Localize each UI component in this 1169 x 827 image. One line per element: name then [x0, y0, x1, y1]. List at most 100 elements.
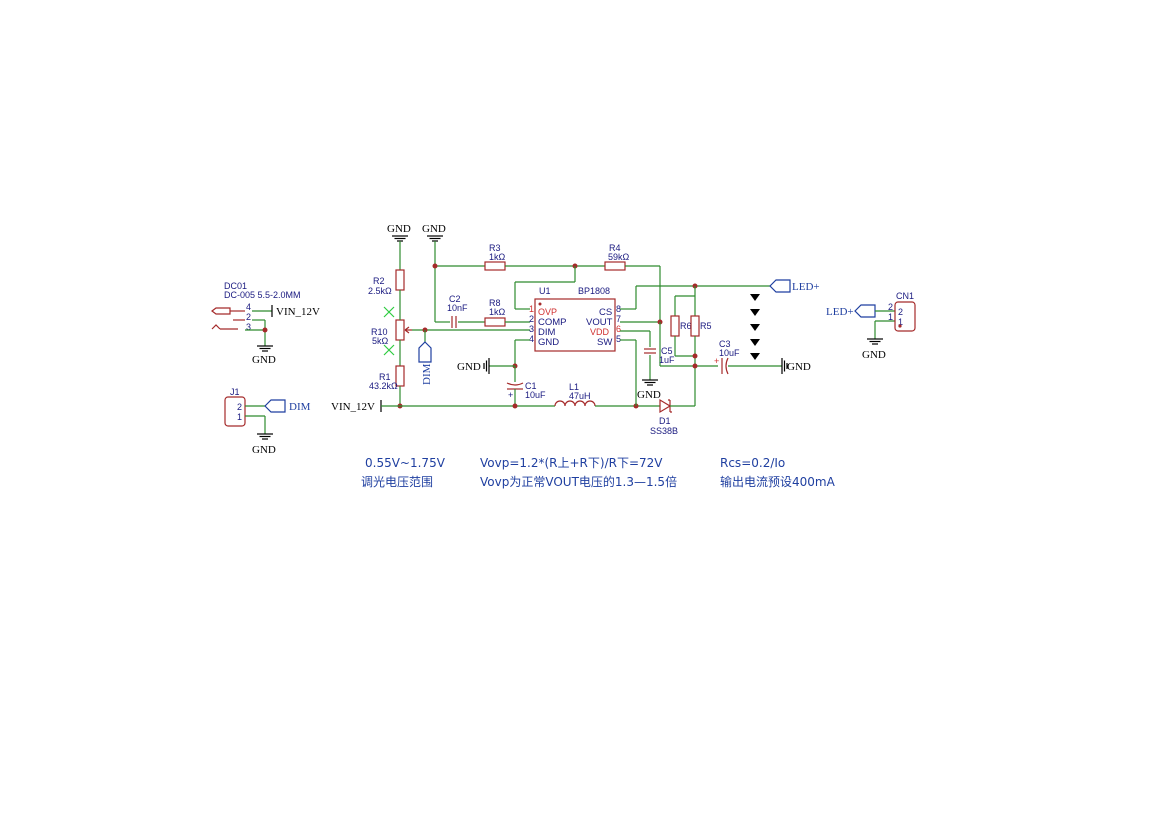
- u1-value: BP1808: [578, 286, 610, 296]
- l1-inductor: L1 47uH: [554, 382, 596, 407]
- svg-text:+: +: [714, 356, 719, 366]
- cn1-connector: LED+ CN1 2 1 2 1: [826, 291, 916, 339]
- r10-value: 5kΩ: [372, 336, 389, 346]
- r6-ref: R6: [680, 321, 692, 331]
- note-rcs-formula: Rcs=0.2/Io: [720, 456, 785, 470]
- gnd-symbol-c2-top: GND: [422, 223, 446, 322]
- u1-pin-1: 1: [529, 304, 534, 314]
- r1-ref: R1: [379, 372, 391, 382]
- u1-pin-5: 5: [616, 334, 621, 344]
- u1-pin-comp: COMP: [538, 317, 567, 328]
- cn1-pin-1: 1: [898, 317, 903, 327]
- c5-value: 1uF: [659, 355, 675, 365]
- svg-text:+: +: [508, 390, 513, 400]
- gnd-label-c2-top: GND: [422, 223, 446, 235]
- vin-label-main: VIN_12V: [331, 401, 375, 413]
- l1-value: 47uH: [569, 391, 591, 401]
- u1-pin-vdd: VDD: [590, 327, 610, 337]
- u1-pin-4: 4: [529, 334, 534, 344]
- u1-pin-cs: CS: [599, 307, 612, 318]
- u1-pin-sw: SW: [597, 337, 612, 348]
- c3-value: 10uF: [719, 348, 740, 358]
- gnd-label-cn1: GND: [862, 349, 886, 361]
- r10-potentiometer: R10 5kΩ: [371, 306, 412, 356]
- led-plus-label-out: LED+: [792, 281, 820, 293]
- j1-pin-1: 1: [237, 412, 242, 422]
- j1-connector: J1 2 1 DIM: [224, 387, 311, 434]
- r3-ref: R3: [489, 243, 501, 253]
- gnd-symbol-j1: GND: [252, 433, 276, 456]
- r8-value: 1kΩ: [489, 307, 506, 317]
- u1-pin-3: 3: [529, 324, 534, 334]
- j1-ref: J1: [230, 387, 240, 397]
- note-dim-range: 0.55V~1.75V: [365, 456, 446, 470]
- gnd-label-c5: GND: [637, 389, 661, 401]
- cn1-pin-2: 2: [898, 307, 903, 317]
- dc01-ref: DC01: [224, 281, 247, 291]
- d1-diode: D1 SS38B: [650, 398, 678, 436]
- gnd-symbol-cn1: GND: [862, 338, 886, 361]
- gnd-symbol-c1: GND: [457, 358, 490, 374]
- dim-net-label: DIM: [421, 363, 433, 385]
- u1-ic: U1 BP1808 1 OVP 2 COMP 3 DIM 4 GND CS 8 …: [529, 286, 621, 352]
- design-notes: 0.55V~1.75V 调光电压范围 Vovp=1.2*(R上+R下)/R下=7…: [361, 456, 836, 489]
- r2-ref: R2: [373, 276, 385, 286]
- note-ovp-formula: Vovp=1.2*(R上+R下)/R下=72V: [480, 456, 663, 470]
- note-rcs: 输出电流预设400mA: [720, 474, 836, 489]
- gnd-label-dc01: GND: [252, 354, 276, 366]
- u1-pin-dim: DIM: [538, 327, 556, 338]
- gnd-label-r2-top: GND: [387, 223, 411, 235]
- r5-resistor: R5: [690, 315, 712, 337]
- d1-ref: D1: [659, 416, 671, 426]
- r2-value: 2.5kΩ: [368, 286, 392, 296]
- r3-value: 1kΩ: [489, 252, 506, 262]
- gnd-symbol-r2-top: GND: [387, 223, 411, 270]
- u1-pin-vout: VOUT: [586, 317, 613, 328]
- dc01-jack: DC01 DC-005 5.5-2.0MM 4 2 3 VIN_12V: [211, 281, 320, 346]
- u1-pin-6: 6: [616, 324, 621, 334]
- l1-ref: L1: [569, 382, 579, 392]
- r8-ref: R8: [489, 298, 501, 308]
- u1-pin-7: 7: [616, 314, 621, 324]
- dc01-vin-label: VIN_12V: [276, 306, 320, 318]
- dim-net-flag: DIM: [418, 341, 433, 385]
- cn1-ref: CN1: [896, 291, 914, 301]
- gnd-label-c1: GND: [457, 361, 481, 373]
- j1-dim-label: DIM: [289, 401, 311, 413]
- r8-resistor: R8 1kΩ: [484, 298, 506, 327]
- gnd-label-j1: GND: [252, 444, 276, 456]
- led-plus-label-in: LED+: [826, 306, 854, 318]
- u1-pin-8: 8: [616, 304, 621, 314]
- r4-ref: R4: [609, 243, 621, 253]
- gnd-symbol-c3: GND: [781, 358, 811, 374]
- c5-capacitor: C5 1uF: [644, 346, 675, 365]
- c2-capacitor: C2 10nF: [447, 294, 468, 328]
- c1-value: 10uF: [525, 390, 546, 400]
- dc01-pin-2: 2: [246, 312, 251, 322]
- r3-resistor: R3 1kΩ: [484, 243, 506, 271]
- u1-pin-gnd: GND: [538, 337, 559, 348]
- r2-resistor: R2 2.5kΩ: [368, 269, 405, 296]
- led-string: [750, 294, 760, 360]
- cn1-pin-2-outer: 2: [888, 302, 893, 312]
- dc01-pin-3: 3: [246, 322, 251, 332]
- j1-pin-2: 2: [237, 402, 242, 412]
- c3-capacitor: + C3 10uF: [714, 339, 740, 375]
- c3-ref: C3: [719, 339, 731, 349]
- r5-ref: R5: [700, 321, 712, 331]
- c2-ref: C2: [449, 294, 461, 304]
- r4-value: 59kΩ: [608, 252, 630, 262]
- u1-pin-ovp: OVP: [538, 307, 557, 317]
- c5-ref: C5: [661, 346, 673, 356]
- r1-resistor: R1 43.2kΩ: [369, 365, 405, 391]
- dc01-value: DC-005 5.5-2.0MM: [224, 290, 301, 300]
- gnd-symbol-c5: GND: [637, 379, 661, 401]
- u1-pin-2: 2: [529, 314, 534, 324]
- c1-ref: C1: [525, 381, 537, 391]
- c1-capacitor: + C1 10uF: [506, 366, 546, 406]
- note-ovp: Vovp为正常VOUT电压的1.3—1.5倍: [480, 474, 677, 489]
- gnd-symbol-dc01: GND: [252, 345, 276, 366]
- note-dim-range-label: 调光电压范围: [361, 475, 433, 489]
- d1-value: SS38B: [650, 426, 678, 436]
